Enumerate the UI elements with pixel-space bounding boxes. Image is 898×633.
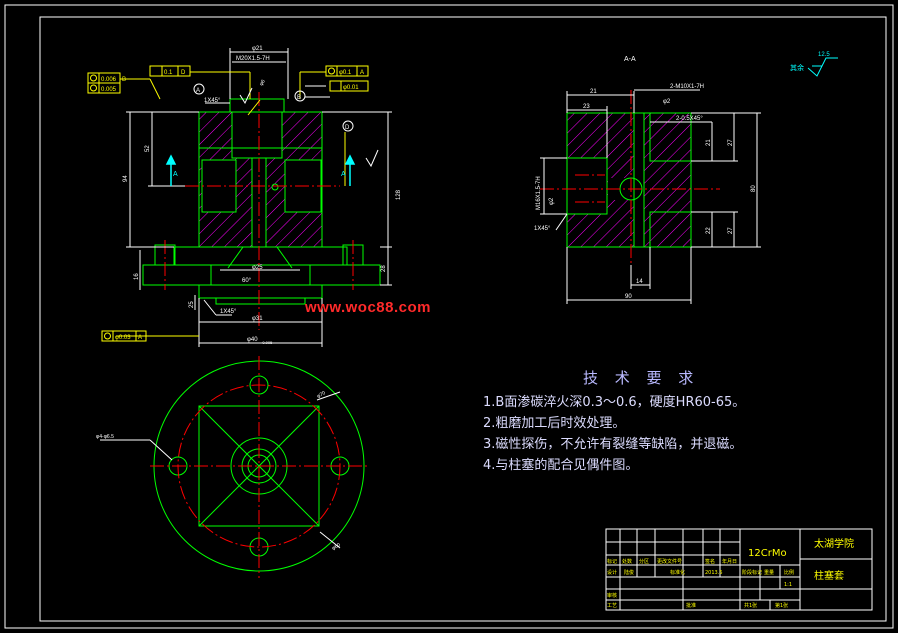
row-label-2: 分区 (639, 558, 649, 565)
tol-bottom-ref: A (138, 335, 142, 341)
technical-requirements: 技 术 要 求 1.B面渗碳淬火深0.3～0.6，硬度HR60-65。 2.粗磨… (483, 367, 863, 476)
right-chamfer2: 1X45° (534, 226, 551, 232)
row-label-1: 处数 (622, 558, 632, 565)
section-a-right: A (341, 171, 346, 178)
std-value: 2013.5 (705, 570, 723, 576)
dim-dia25: φ25 (252, 265, 263, 271)
tol-perp: 0.1 (164, 70, 173, 76)
tol-perp-ref: D (181, 70, 186, 76)
dim-dia31: φ31 (252, 316, 263, 322)
sheet-no: 第1张 (775, 602, 788, 609)
plan-view (100, 356, 370, 578)
tol-bottom: φ0.03 (115, 335, 131, 341)
dim-dia60: φ60 (331, 542, 342, 552)
dim-height-total: 94 (123, 175, 129, 182)
dim-dia6: φ6 (259, 79, 267, 87)
review-label: 审核 (607, 592, 617, 599)
designer-name: 陆俊 (624, 569, 634, 576)
right-dim-80: 80 (751, 185, 757, 192)
dim-16: 16 (134, 273, 140, 280)
scale-value: 1:1 (784, 582, 792, 588)
roughness-symbol (807, 57, 838, 77)
dim-dia70: φ70 (316, 390, 327, 400)
dim-128: 128 (396, 189, 402, 200)
tech-item-2: 2.粗磨加工后时效处理。 (483, 416, 626, 431)
dim-dia21: φ21 (252, 46, 263, 52)
stage-label: 阶段标记 (742, 569, 762, 576)
right-dim-21b: 21 (706, 139, 712, 146)
datum-b-label: B (297, 95, 301, 101)
chamfer-bottom: 1X45° (220, 309, 237, 315)
right-dim-27: 27 (728, 139, 734, 146)
row-label-3: 更改文件号 (657, 558, 682, 565)
title-block-grid (605, 528, 873, 611)
drawing-border-outer (4, 4, 894, 629)
section-view-aa (540, 89, 761, 304)
approve-label: 批准 (686, 602, 696, 609)
dim-52: 52 (145, 145, 151, 152)
dim-thread-top: M20X1.5-7H (236, 56, 270, 62)
material-label: 12CrMo (748, 548, 787, 559)
row-label-5: 年月日 (722, 558, 737, 565)
tech-item-1: 1.B面渗碳淬火深0.3～0.6，硬度HR60-65。 (483, 395, 746, 410)
right-dim-27b: 27 (728, 227, 734, 234)
right-dia2b: φ2 (663, 99, 671, 105)
school-label: 太湖学院 (814, 537, 854, 550)
dim-28: 28 (381, 265, 387, 272)
section-label: A-A (624, 56, 636, 63)
tol-pos1-ref: A (360, 70, 364, 76)
right-thread-left: M16X1.5-7H (536, 176, 542, 210)
datum-a-label: A (196, 88, 200, 94)
std-label: 标准化 (670, 569, 685, 576)
design-label: 设计 (607, 569, 617, 576)
roughness-value: 12.5 (818, 52, 830, 58)
tech-title: 技 术 要 求 (583, 369, 700, 387)
watermark: www.woc88.com (305, 299, 431, 316)
tech-item-4: 4.与柱塞的配合见偶件图。 (483, 458, 639, 473)
hole-note: φ4-φ6.5 (96, 434, 114, 440)
weight-label: 重量 (764, 569, 774, 576)
right-dia2: φ2 (549, 197, 555, 205)
dim-dia40: φ40 (247, 337, 258, 343)
drawing-border-inner (39, 16, 887, 622)
row-label-0: 标记 (607, 558, 617, 565)
datum-d-label: D (345, 125, 350, 131)
right-dim-22: 22 (706, 227, 712, 234)
right-thread: 2-M10X1-7H (670, 84, 704, 90)
right-dim-90: 90 (625, 294, 632, 300)
sheets-total: 共1张 (744, 602, 757, 609)
dim-angle60: 60° (242, 278, 252, 284)
dim-dia40-tol: -0.005 (261, 340, 273, 345)
tol-pos2: φ0.01 (343, 85, 359, 91)
tol-flat-ref: B (122, 77, 126, 83)
tol-flat: 0.006 (101, 77, 117, 83)
right-dim-21a: 21 (590, 89, 597, 95)
right-dim-14: 14 (636, 279, 643, 285)
section-a-left: A (173, 171, 178, 178)
main-section-view (87, 48, 392, 347)
part-name-label: 柱塞套 (814, 569, 844, 582)
chamfer-top: 1X45° (204, 98, 221, 104)
dim-25: 25 (189, 301, 195, 308)
tol-round: 0.005 (101, 87, 117, 93)
row-label-4: 签名 (705, 558, 715, 565)
process-label: 工艺 (607, 603, 617, 609)
right-chamfer: 2-0.5X45° (676, 116, 703, 122)
scale-label: 比例 (784, 569, 794, 576)
roughness-note: 其余 (790, 63, 804, 72)
tech-item-3: 3.磁性探伤，不允许有裂缝等缺陷，并退磁。 (483, 437, 743, 452)
right-dim-23: 23 (583, 104, 590, 110)
tol-pos1: φ0.1 (339, 70, 352, 76)
